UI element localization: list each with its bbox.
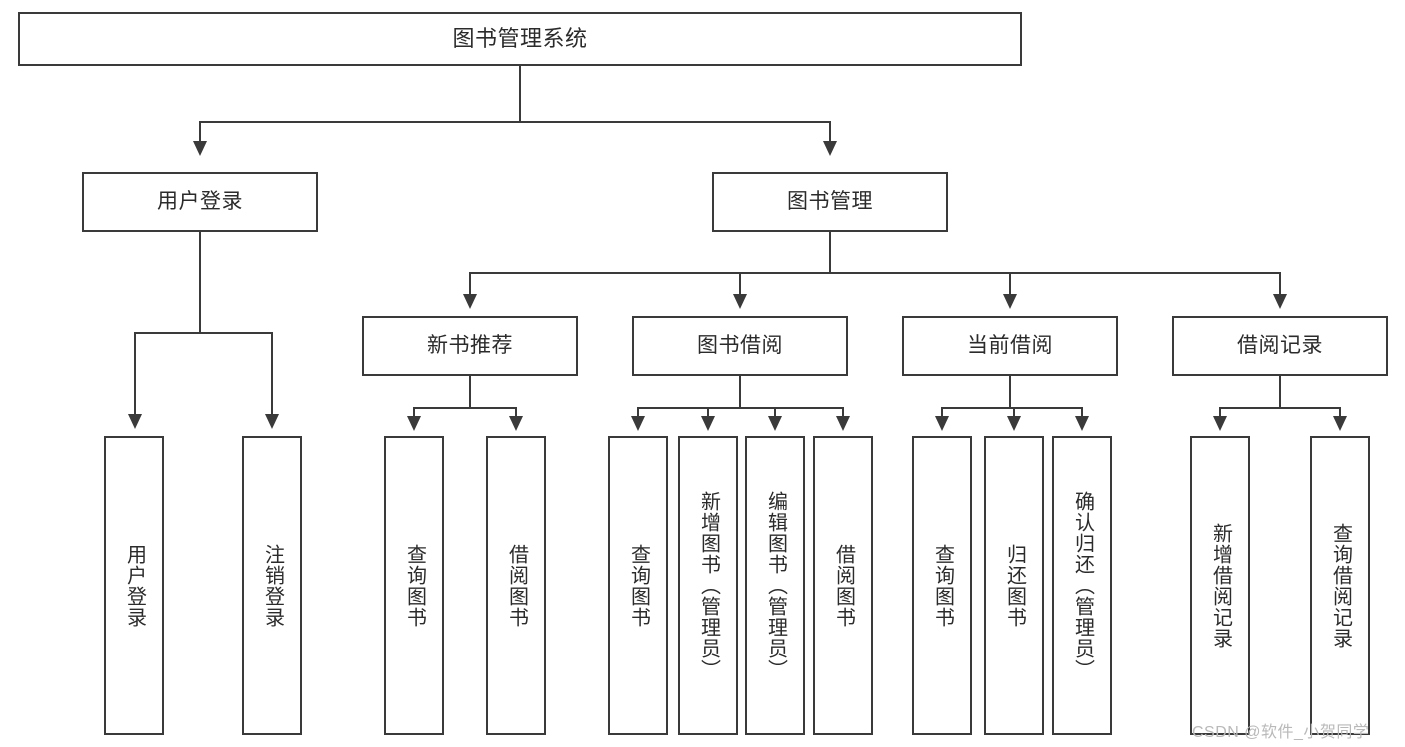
leaf-query-borrow-record[interactable]: 查询借阅记录 xyxy=(1310,436,1370,735)
connector-login-drop-1 xyxy=(134,332,136,416)
arrowhead-new-book-rec xyxy=(463,294,477,309)
node-label: 借阅记录 xyxy=(1237,334,1323,358)
leaf-label: 归还图书 xyxy=(1003,543,1026,628)
leaf-label: 查询借阅记录 xyxy=(1329,522,1352,649)
arrowhead-bookborrow-leaf-4 xyxy=(836,416,850,431)
node-label: 图书管理 xyxy=(787,190,873,214)
connector-login-stem xyxy=(199,232,201,333)
node-user-login[interactable]: 用户登录 xyxy=(82,172,318,232)
arrowhead-borrowrecord-leaf-1 xyxy=(1213,416,1227,431)
arrowhead-currentborrow-leaf-3 xyxy=(1075,416,1089,431)
leaf-query-book-current[interactable]: 查询图书 xyxy=(912,436,972,735)
leaf-logout[interactable]: 注销登录 xyxy=(242,436,302,735)
arrowhead-to-login xyxy=(193,141,207,156)
leaf-label: 用户登录 xyxy=(123,543,146,628)
connector-bookborrow-drop-1 xyxy=(637,407,639,417)
leaf-label: 注销登录 xyxy=(261,543,284,628)
arrowhead-currentborrow-leaf-1 xyxy=(935,416,949,431)
arrowhead-current-borrow xyxy=(1003,294,1017,309)
leaf-borrow-book[interactable]: 借阅图书 xyxy=(813,436,873,735)
connector-bookmgmt-drop-4 xyxy=(1279,272,1281,296)
leaf-add-borrow-record[interactable]: 新增借阅记录 xyxy=(1190,436,1250,735)
node-root-system[interactable]: 图书管理系统 xyxy=(18,12,1022,66)
leaf-label: 查询图书 xyxy=(627,543,650,628)
connector-newbook-bus xyxy=(413,407,517,409)
arrowhead-login-leaf-2 xyxy=(265,414,279,429)
connector-bookborrow-bus xyxy=(637,407,843,409)
connector-borrowrecord-bus xyxy=(1219,407,1340,409)
node-label: 图书借阅 xyxy=(697,334,783,358)
leaf-borrow-book-newrec[interactable]: 借阅图书 xyxy=(486,436,546,735)
arrowhead-borrow-record xyxy=(1273,294,1287,309)
connector-borrowrecord-drop-2 xyxy=(1339,407,1341,417)
arrowhead-login-leaf-1 xyxy=(128,414,142,429)
node-label: 图书管理系统 xyxy=(452,25,588,51)
connector-newbook-drop-2 xyxy=(515,407,517,417)
leaf-add-book-admin[interactable]: 新增图书（管理员） xyxy=(678,436,738,735)
connector-bookmgmt-drop-1 xyxy=(469,272,471,296)
arrowhead-newbook-leaf-2 xyxy=(509,416,523,431)
connector-bookmgmt-stem xyxy=(829,232,831,273)
arrowhead-book-borrow xyxy=(733,294,747,309)
connector-bookmgmt-drop-2 xyxy=(739,272,741,296)
node-borrow-record[interactable]: 借阅记录 xyxy=(1172,316,1388,376)
leaf-label: 新增图书（管理员） xyxy=(697,491,720,680)
node-label: 当前借阅 xyxy=(967,334,1053,358)
connector-root-stem xyxy=(519,66,521,122)
leaf-label: 新增借阅记录 xyxy=(1209,522,1232,649)
connector-currentborrow-drop-2 xyxy=(1013,407,1015,417)
connector-borrowrecord-drop-1 xyxy=(1219,407,1221,417)
connector-currentborrow-stem xyxy=(1009,376,1011,408)
connector-currentborrow-drop-1 xyxy=(941,407,943,417)
arrowhead-borrowrecord-leaf-2 xyxy=(1333,416,1347,431)
leaf-label: 确认归还（管理员） xyxy=(1071,491,1094,680)
leaf-edit-book-admin[interactable]: 编辑图书（管理员） xyxy=(745,436,805,735)
connector-login-drop-2 xyxy=(271,332,273,416)
leaf-label: 查询图书 xyxy=(403,543,426,628)
connector-root-to-bookmgmt xyxy=(829,121,831,143)
node-book-borrow[interactable]: 图书借阅 xyxy=(632,316,848,376)
leaf-user-login[interactable]: 用户登录 xyxy=(104,436,164,735)
leaf-label: 编辑图书（管理员） xyxy=(764,491,787,680)
connector-bookborrow-drop-4 xyxy=(842,407,844,417)
csdn-watermark: CSDN @软件_小贺同学 xyxy=(1192,724,1370,741)
node-label: 新书推荐 xyxy=(427,334,513,358)
node-current-borrow[interactable]: 当前借阅 xyxy=(902,316,1118,376)
connector-borrowrecord-stem xyxy=(1279,376,1281,408)
connector-bookborrow-drop-3 xyxy=(774,407,776,417)
arrowhead-to-bookmgmt xyxy=(823,141,837,156)
leaf-label: 查询图书 xyxy=(931,543,954,628)
leaf-confirm-return-admin[interactable]: 确认归还（管理员） xyxy=(1052,436,1112,735)
connector-bookborrow-drop-2 xyxy=(707,407,709,417)
arrowhead-bookborrow-leaf-3 xyxy=(768,416,782,431)
connector-currentborrow-drop-3 xyxy=(1081,407,1083,417)
connector-bookmgmt-bus xyxy=(469,272,1280,274)
leaf-query-book-newrec[interactable]: 查询图书 xyxy=(384,436,444,735)
connector-newbook-stem xyxy=(469,376,471,408)
arrowhead-bookborrow-leaf-1 xyxy=(631,416,645,431)
node-new-book-recommend[interactable]: 新书推荐 xyxy=(362,316,578,376)
connector-root-bus xyxy=(199,121,831,123)
leaf-label: 借阅图书 xyxy=(832,543,855,628)
arrowhead-currentborrow-leaf-2 xyxy=(1007,416,1021,431)
connector-root-to-login xyxy=(199,121,201,143)
connector-login-bus xyxy=(134,332,271,334)
connector-newbook-drop-1 xyxy=(413,407,415,417)
connector-currentborrow-bus xyxy=(941,407,1081,409)
node-book-management[interactable]: 图书管理 xyxy=(712,172,948,232)
connector-bookmgmt-drop-3 xyxy=(1009,272,1011,296)
leaf-label: 借阅图书 xyxy=(505,543,528,628)
leaf-return-book[interactable]: 归还图书 xyxy=(984,436,1044,735)
leaf-query-book-borrow[interactable]: 查询图书 xyxy=(608,436,668,735)
node-label: 用户登录 xyxy=(157,190,243,214)
arrowhead-newbook-leaf-1 xyxy=(407,416,421,431)
arrowhead-bookborrow-leaf-2 xyxy=(701,416,715,431)
connector-bookborrow-stem xyxy=(739,376,741,408)
